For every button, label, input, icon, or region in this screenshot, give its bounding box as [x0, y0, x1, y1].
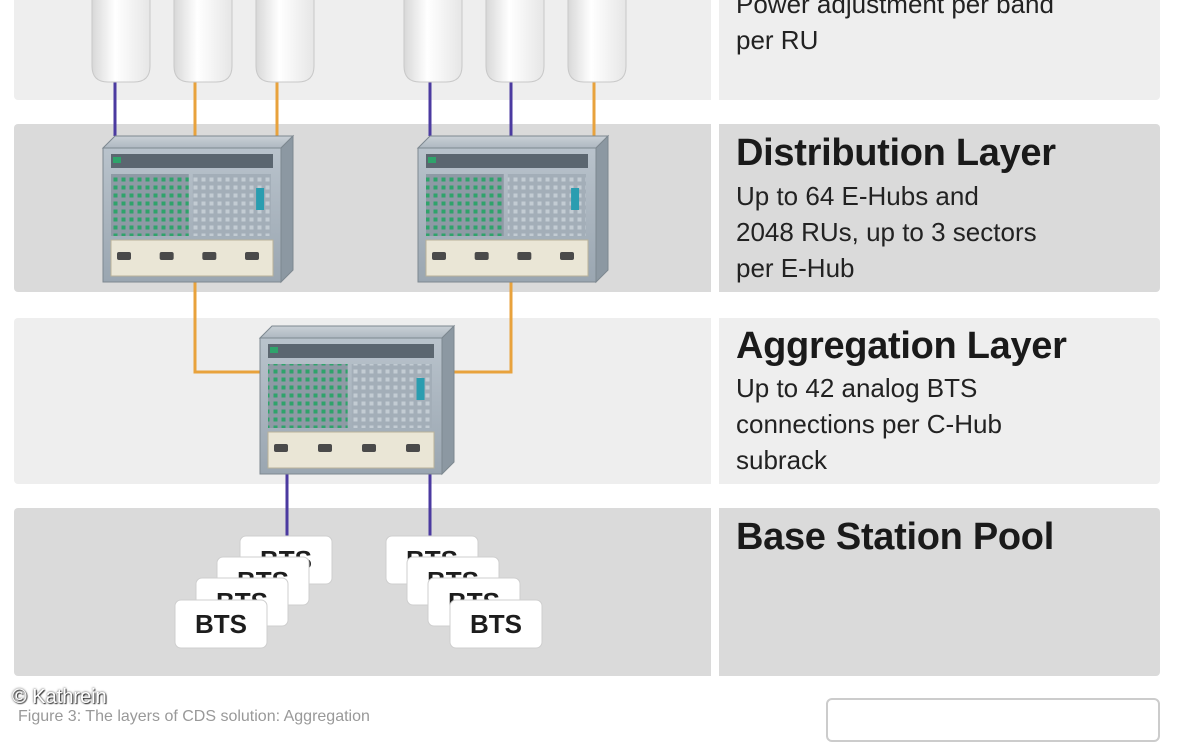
base-station-pool-title: Base Station Pool — [736, 516, 1054, 558]
link-line — [193, 282, 262, 374]
link-line — [450, 282, 513, 374]
bts-stack-1: BTSBTSBTSBTS — [174, 535, 333, 649]
bts-label: BTS — [470, 609, 522, 639]
aggregation-layer-title: Aggregation Layer — [736, 325, 1067, 367]
remote-unit-icon — [485, 0, 545, 83]
bts-label: BTS — [195, 609, 247, 639]
ru-links — [113, 80, 596, 136]
bts-links — [285, 474, 432, 538]
corner-box — [826, 698, 1160, 742]
expansion-hub-1 — [101, 134, 295, 284]
remote-unit-icon — [91, 0, 151, 83]
remote-unit-icon — [567, 0, 627, 83]
network-diagram: BTSBTSBTSBTS BTSBTSBTSBTS — [91, 0, 627, 649]
figure-caption: Figure 3: The layers of CDS solution: Ag… — [18, 708, 370, 725]
remote-unit-icon — [255, 0, 315, 83]
aggregation-layer-band — [14, 318, 1160, 484]
aggregation-layer-description: Up to 42 analog BTS connections per C-Hu… — [736, 373, 1002, 475]
distribution-layer-description: Up to 64 E-Hubs and 2048 RUs, up to 3 se… — [736, 181, 1037, 283]
central-hub — [258, 324, 456, 476]
access-layer-description: Power adjustment per band per RU — [736, 0, 1054, 55]
copyright-notice: © Kathrein — [12, 686, 107, 708]
hub-links — [193, 282, 513, 374]
bts-stack-2: BTSBTSBTSBTS — [385, 535, 543, 649]
bts-unit: BTS — [449, 599, 543, 649]
remote-unit-icon — [173, 0, 233, 83]
remote-unit-icon — [403, 0, 463, 83]
distribution-layer-title: Distribution Layer — [736, 132, 1056, 174]
remote-units — [91, 0, 627, 83]
bts-unit: BTS — [174, 599, 268, 649]
expansion-hub-2 — [416, 134, 610, 284]
